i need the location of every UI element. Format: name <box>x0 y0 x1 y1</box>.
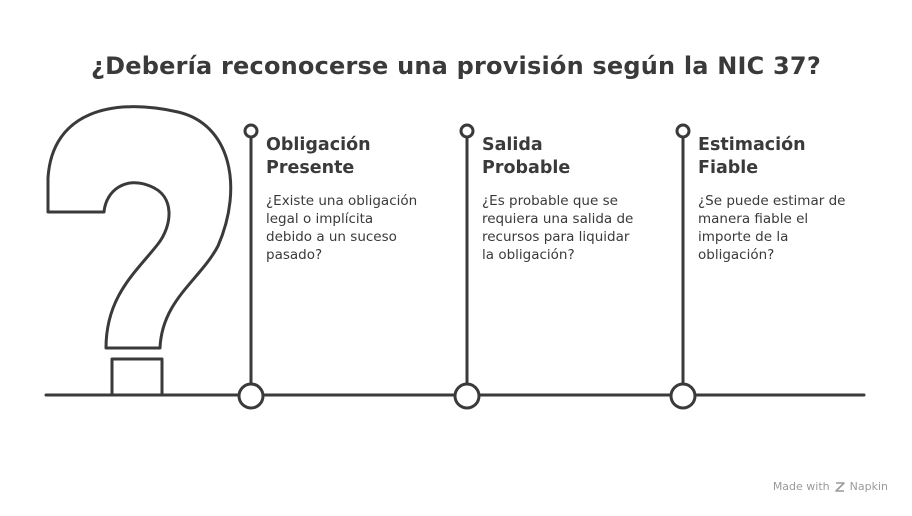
step-salida-probable: Salida Probable ¿Es probable que se requ… <box>482 134 672 264</box>
napkin-logo-icon <box>834 481 845 492</box>
made-with-napkin-footer[interactable]: Made with Napkin <box>773 480 888 493</box>
made-with-label: Made with <box>772 480 830 493</box>
step-description: ¿Es probable que se requiera una salida … <box>482 193 634 263</box>
step-title: Obligación Presente <box>266 135 371 178</box>
question-dot-icon <box>110 357 164 394</box>
step-obligacion-presente: Obligación Presente ¿Existe una obligaci… <box>266 134 456 264</box>
step-1-node <box>237 382 265 410</box>
step-2-top-dot <box>459 123 475 139</box>
napkin-brand-label: Napkin <box>849 480 888 493</box>
step-title: Estimación Fiable <box>698 135 806 178</box>
page-title: ¿Debería reconocerse una provisión según… <box>91 52 821 80</box>
step-description: ¿Se puede estimar de manera fiable el im… <box>698 193 846 263</box>
step-1-top-dot <box>243 123 259 139</box>
question-mark-icon <box>46 105 233 350</box>
step-2-node <box>453 382 481 410</box>
step-3-top-dot <box>675 123 691 139</box>
step-estimacion-fiable: Estimación Fiable ¿Se puede estimar de m… <box>698 134 888 264</box>
step-description: ¿Existe una obligación legal o implícita… <box>266 193 418 263</box>
step-title: Salida Probable <box>482 135 571 178</box>
step-3-node <box>669 382 697 410</box>
